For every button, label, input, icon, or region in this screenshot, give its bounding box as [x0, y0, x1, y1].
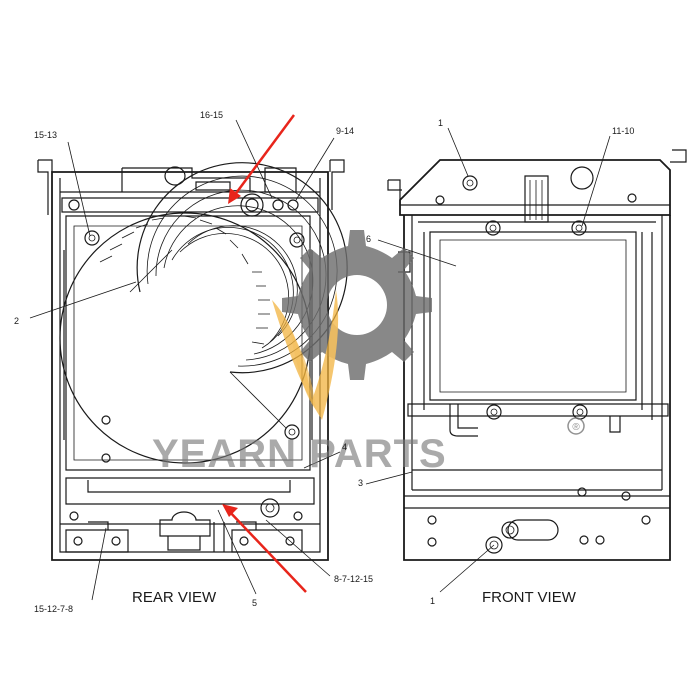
callout-8-7-12-15: 8-7-12-15 — [334, 574, 373, 584]
flame-icon — [272, 290, 339, 420]
callout-2: 2 — [14, 316, 19, 326]
callout-6: 6 — [366, 234, 371, 244]
callout-3: 3 — [358, 478, 363, 488]
registered-mark-icon — [567, 417, 585, 435]
front-view-title: FRONT VIEW — [482, 589, 577, 606]
watermark: YEARN PARTS ® — [152, 230, 585, 476]
callout-1-top: 1 — [438, 118, 443, 128]
gear-icon — [282, 230, 432, 380]
watermark-brand: YEARN PARTS — [152, 432, 447, 476]
callout-16-15: 16-15 — [200, 110, 223, 120]
arrow-bottom-head — [222, 504, 238, 517]
callout-1-bottom: 1 — [430, 596, 435, 606]
leader-lines — [29, 119, 611, 601]
callout-5: 5 — [252, 598, 257, 608]
callout-labels: 15-13 16-15 9-14 2 4 5 15-12-7-8 8-7-12-… — [14, 110, 634, 614]
arrow-top-head — [228, 188, 241, 204]
red-arrows — [222, 114, 307, 593]
callout-4: 4 — [342, 442, 347, 452]
callout-15-13: 15-13 — [34, 130, 57, 140]
arrow-bottom — [227, 509, 307, 593]
front-view-drawing — [387, 149, 687, 561]
arrow-top — [232, 114, 296, 197]
callout-9-14: 9-14 — [336, 126, 354, 136]
callout-11-10: 11-10 — [612, 126, 634, 136]
registered-mark: ® — [572, 422, 580, 433]
callout-15-12-7-8: 15-12-7-8 — [34, 604, 73, 614]
rear-view-title: REAR VIEW — [132, 589, 217, 606]
